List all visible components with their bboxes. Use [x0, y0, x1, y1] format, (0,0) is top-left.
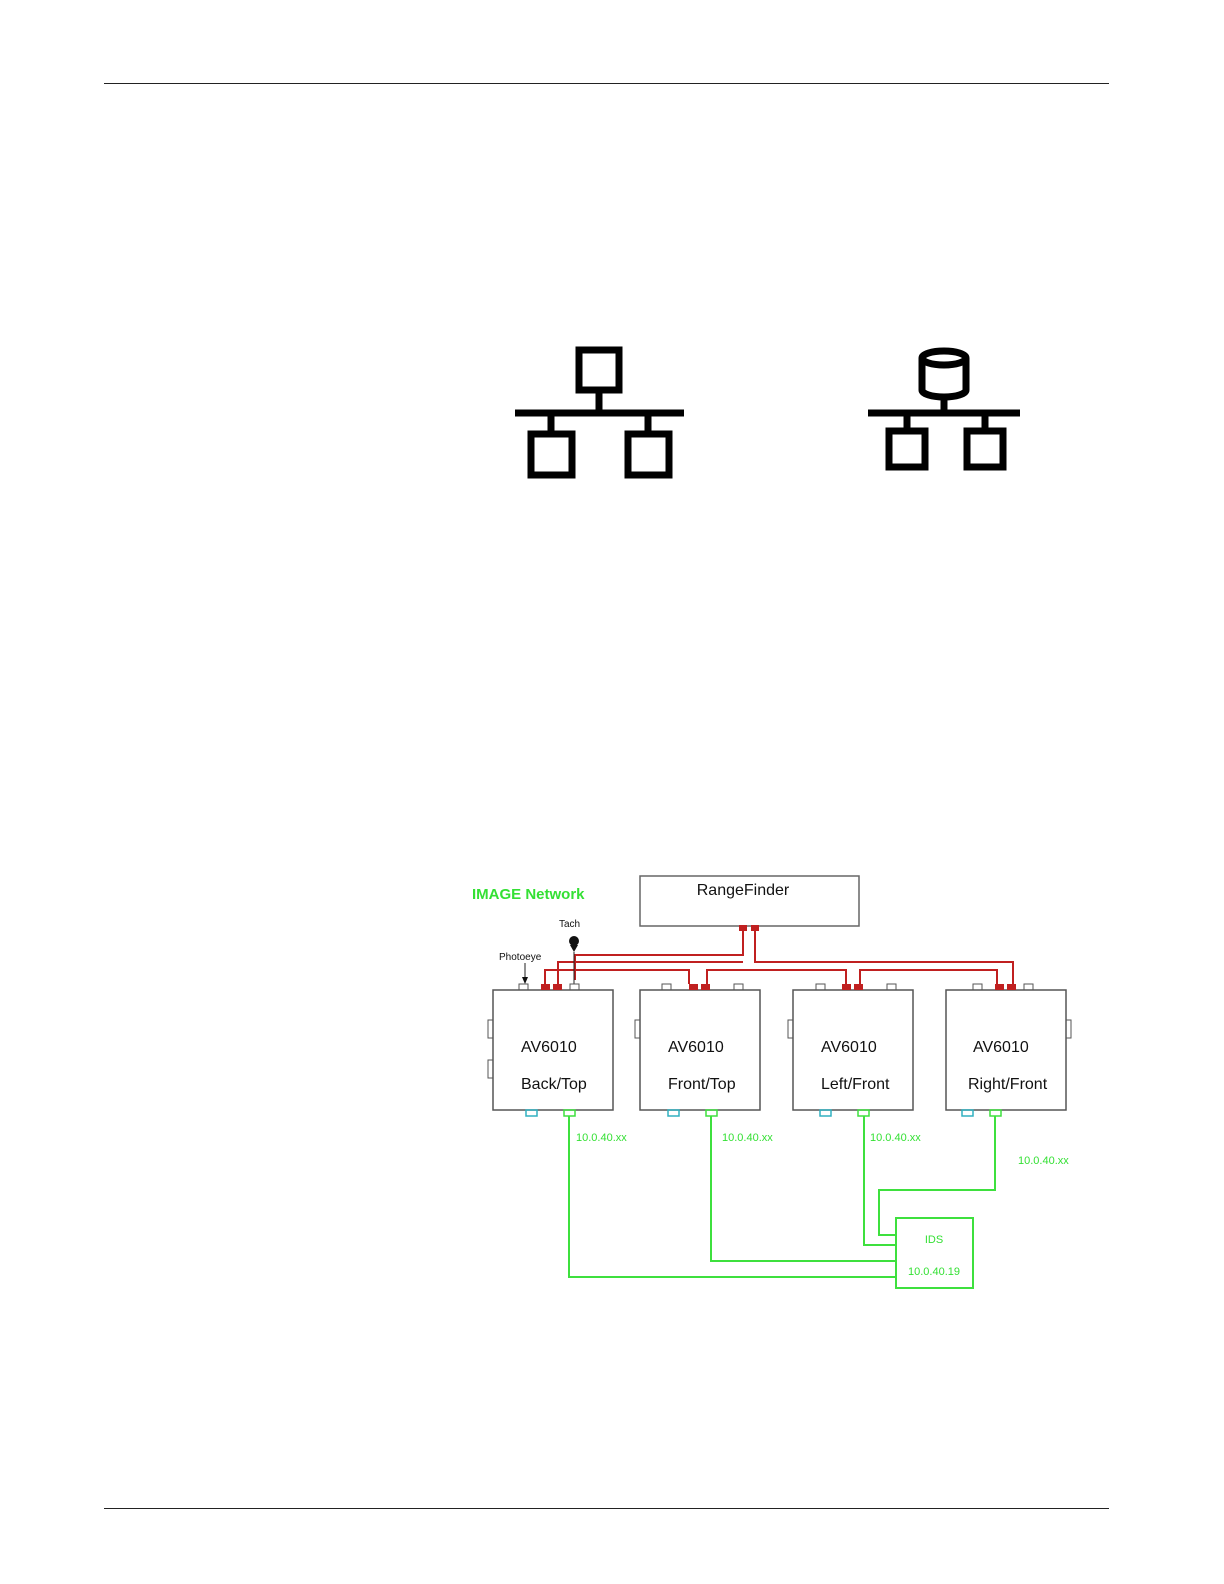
tach-label: Tach [559, 919, 580, 930]
device-model: AV6010 [521, 1039, 577, 1056]
ids-ip: 10.0.40.19 [908, 1266, 960, 1278]
device-av6010-back-top: AV6010 Back/Top [488, 984, 613, 1116]
red-links [545, 931, 1013, 984]
device-position: Left/Front [821, 1076, 890, 1093]
ip-label: 10.0.40.xx [870, 1132, 921, 1144]
ip-label: 10.0.40.xx [722, 1132, 773, 1144]
device-position: Right/Front [968, 1076, 1048, 1093]
device-position: Back/Top [521, 1076, 587, 1093]
tach-sensor-icon [569, 936, 579, 946]
device-position: Front/Top [668, 1076, 736, 1093]
network-label: IMAGE Network [472, 886, 585, 903]
ip-label: 10.0.40.xx [1018, 1155, 1069, 1167]
photoeye-label: Photoeye [499, 952, 542, 963]
device-model: AV6010 [973, 1039, 1029, 1056]
device-model: AV6010 [668, 1039, 724, 1056]
device-av6010-left-front: AV6010 Left/Front [788, 984, 913, 1116]
ids-label: IDS [925, 1234, 943, 1246]
rangefinder-label: RangeFinder [697, 882, 790, 899]
device-model: AV6010 [821, 1039, 877, 1056]
ip-label: 10.0.40.xx [576, 1132, 627, 1144]
device-av6010-right-front: AV6010 Right/Front [946, 984, 1071, 1116]
device-av6010-front-top: AV6010 Front/Top [635, 984, 760, 1116]
